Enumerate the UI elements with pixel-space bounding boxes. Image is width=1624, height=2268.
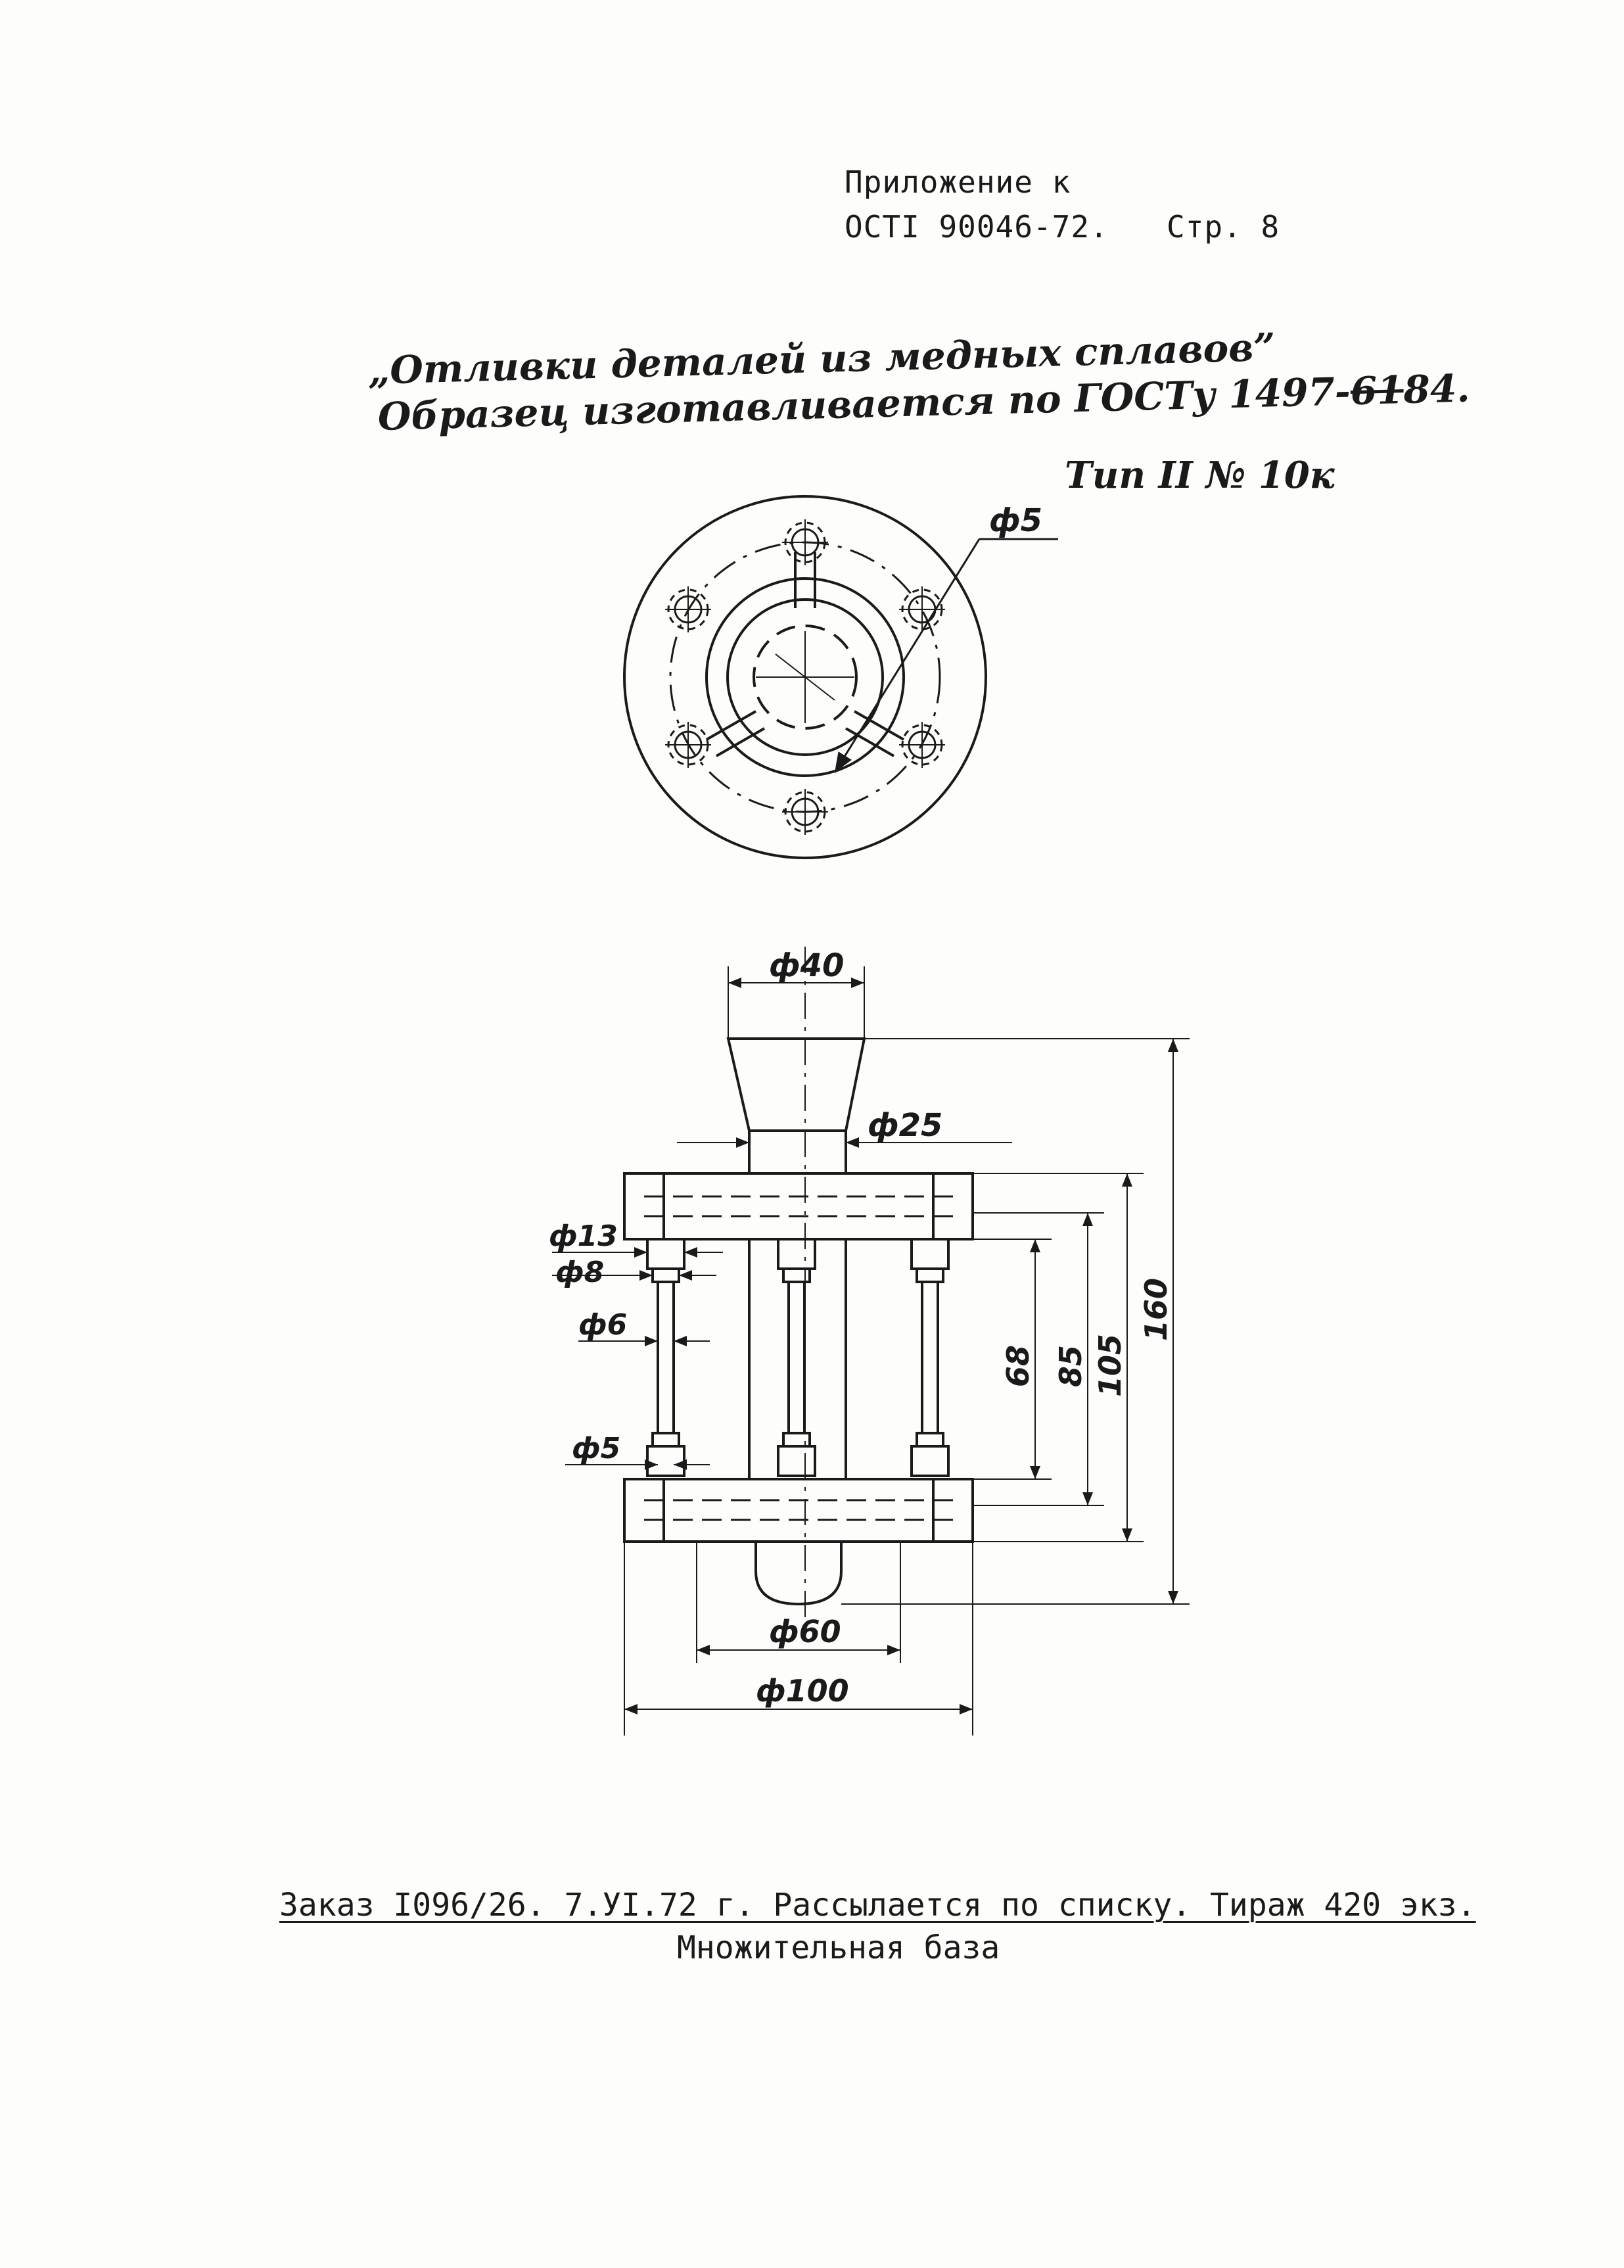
- hole-dim-label: ф5: [989, 502, 1042, 539]
- top-flange: [623, 1172, 974, 1240]
- top-view: ф5: [623, 495, 1058, 859]
- dim-h85: 85: [1053, 1345, 1088, 1387]
- dim-d8: ф8: [555, 1256, 604, 1289]
- order-info: Заказ I096/26. 7.УI.72 г. Рассылается по…: [279, 1887, 1476, 1924]
- doc-code: ОСТI 90046-72.: [845, 209, 1109, 245]
- flange-outer-circle: [623, 495, 987, 859]
- dim-d100: ф100: [756, 1673, 849, 1709]
- page-ref: Стр. 8: [1167, 209, 1280, 245]
- dim-d40: ф40: [769, 947, 844, 984]
- dim-d6: ф6: [578, 1308, 627, 1342]
- side-view: ф40 ф25 ф13 ф8 ф6 ф5 68 85 105 16: [549, 947, 1190, 1736]
- dim-d60: ф60: [769, 1614, 841, 1649]
- bottom-dome: [754, 1542, 843, 1606]
- rib-left: [706, 710, 765, 757]
- pouring-funnel: [726, 1037, 866, 1132]
- printing-base: Множительная база: [677, 1929, 1000, 1966]
- dim-d25: ф25: [868, 1107, 942, 1144]
- rib-top: [794, 552, 816, 608]
- bolt-holes: [665, 519, 945, 835]
- hidden-circle: [753, 625, 858, 730]
- boss-circle: [705, 577, 905, 777]
- bottom-flange: [623, 1478, 974, 1543]
- appendix-label: Приложение к: [845, 164, 1071, 200]
- dim-d13: ф13: [549, 1219, 618, 1253]
- dim-h160: 160: [1138, 1278, 1174, 1341]
- dim-h68: 68: [1000, 1345, 1036, 1387]
- rib-right: [845, 710, 904, 757]
- bore-circle: [726, 598, 884, 756]
- dim-h105: 105: [1092, 1334, 1128, 1397]
- hole-leader: [833, 538, 981, 773]
- type-number: Тип II № 10к: [1065, 454, 1335, 497]
- dim-d5: ф5: [572, 1432, 620, 1465]
